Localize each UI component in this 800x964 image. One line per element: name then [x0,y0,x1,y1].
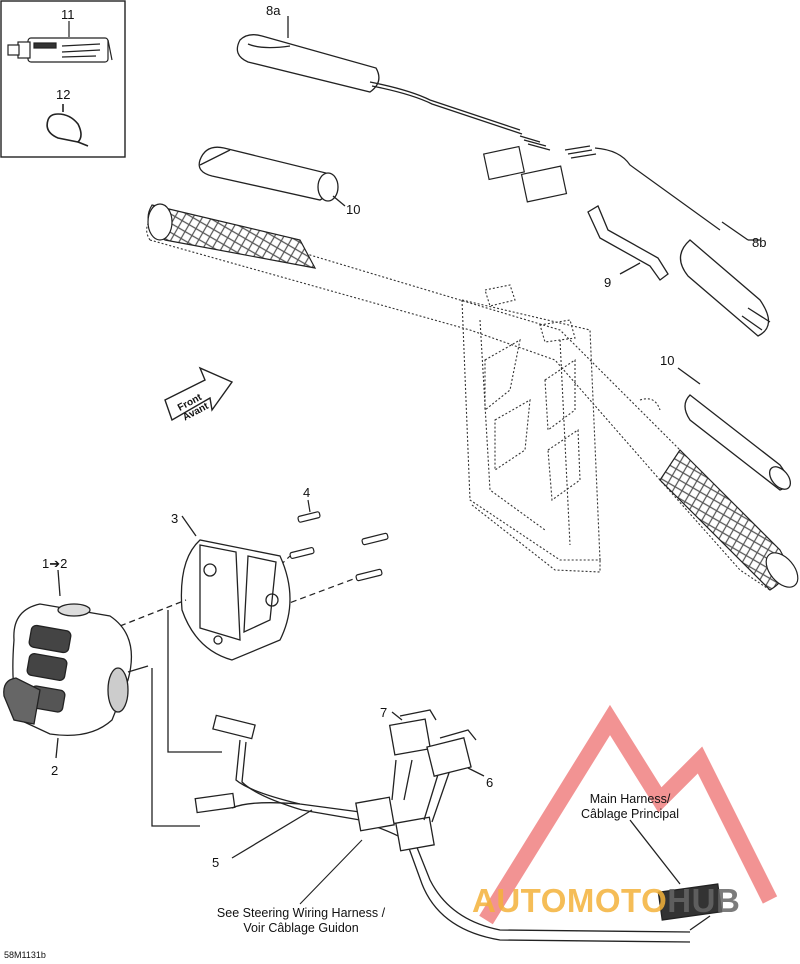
connector-part-6 [426,729,485,777]
drawing-code: 58M1131b [4,950,46,960]
watermark-logo [479,704,778,925]
watermark-text: AUTOMOTOHUB [472,882,740,920]
steering-harness-note: See Steering Wiring Harness / Voir Câbla… [186,906,416,936]
label-part-8a: 8a [266,3,281,18]
main-harness-connector [629,819,723,931]
main-harness-note-line1: Main Harness/ [589,792,671,806]
label-part-12: 12 [56,87,71,102]
right-grip [659,449,799,591]
housing-part-3 [119,515,291,661]
heating-element-8b [679,221,771,337]
label-part-9: 9 [604,275,612,290]
label-part-11: 11 [61,7,75,22]
control-switch-part-1-2 [3,569,149,759]
steering-harness-note-line1: See Steering Wiring Harness / [216,906,386,920]
tube-part-10-right [677,367,792,491]
handlebar [146,209,781,591]
watermark-text-a: AUTOMOTO [472,882,668,919]
label-part-8b: 8b [752,235,767,250]
label-part-3: 3 [171,511,179,526]
wiring-harness-part-5 [151,610,691,943]
connector-part-7 [388,709,437,756]
tie-strap-part-12 [46,104,89,147]
label-part-4: 4 [303,485,311,500]
heater-connectors [482,135,721,231]
label-part-2: 2 [51,763,59,778]
label-part-7: 7 [380,705,388,720]
inset-box [0,0,126,158]
tube-part-10-top [198,146,346,207]
watermark-text-b: HUB [667,882,741,919]
steering-harness-note-line2: Voir Câblage Guidon [243,921,359,935]
front-direction-arrow [164,366,234,422]
main-harness-note: Main Harness/ Câblage Principal [560,792,700,822]
label-part-10-right: 10 [660,353,675,368]
label-part-5: 5 [212,855,220,870]
heating-element-8a [236,16,523,135]
spacer-part-9 [587,205,669,281]
grease-tube-part-11 [7,21,113,63]
steering-harness-pointer [299,839,363,905]
left-grip [147,203,317,269]
label-part-6: 6 [486,775,494,790]
main-harness-note-line2: Câblage Principal [581,807,679,821]
label-part-1-2: 1➔2 [42,556,68,571]
label-part-10-top: 10 [346,202,361,217]
